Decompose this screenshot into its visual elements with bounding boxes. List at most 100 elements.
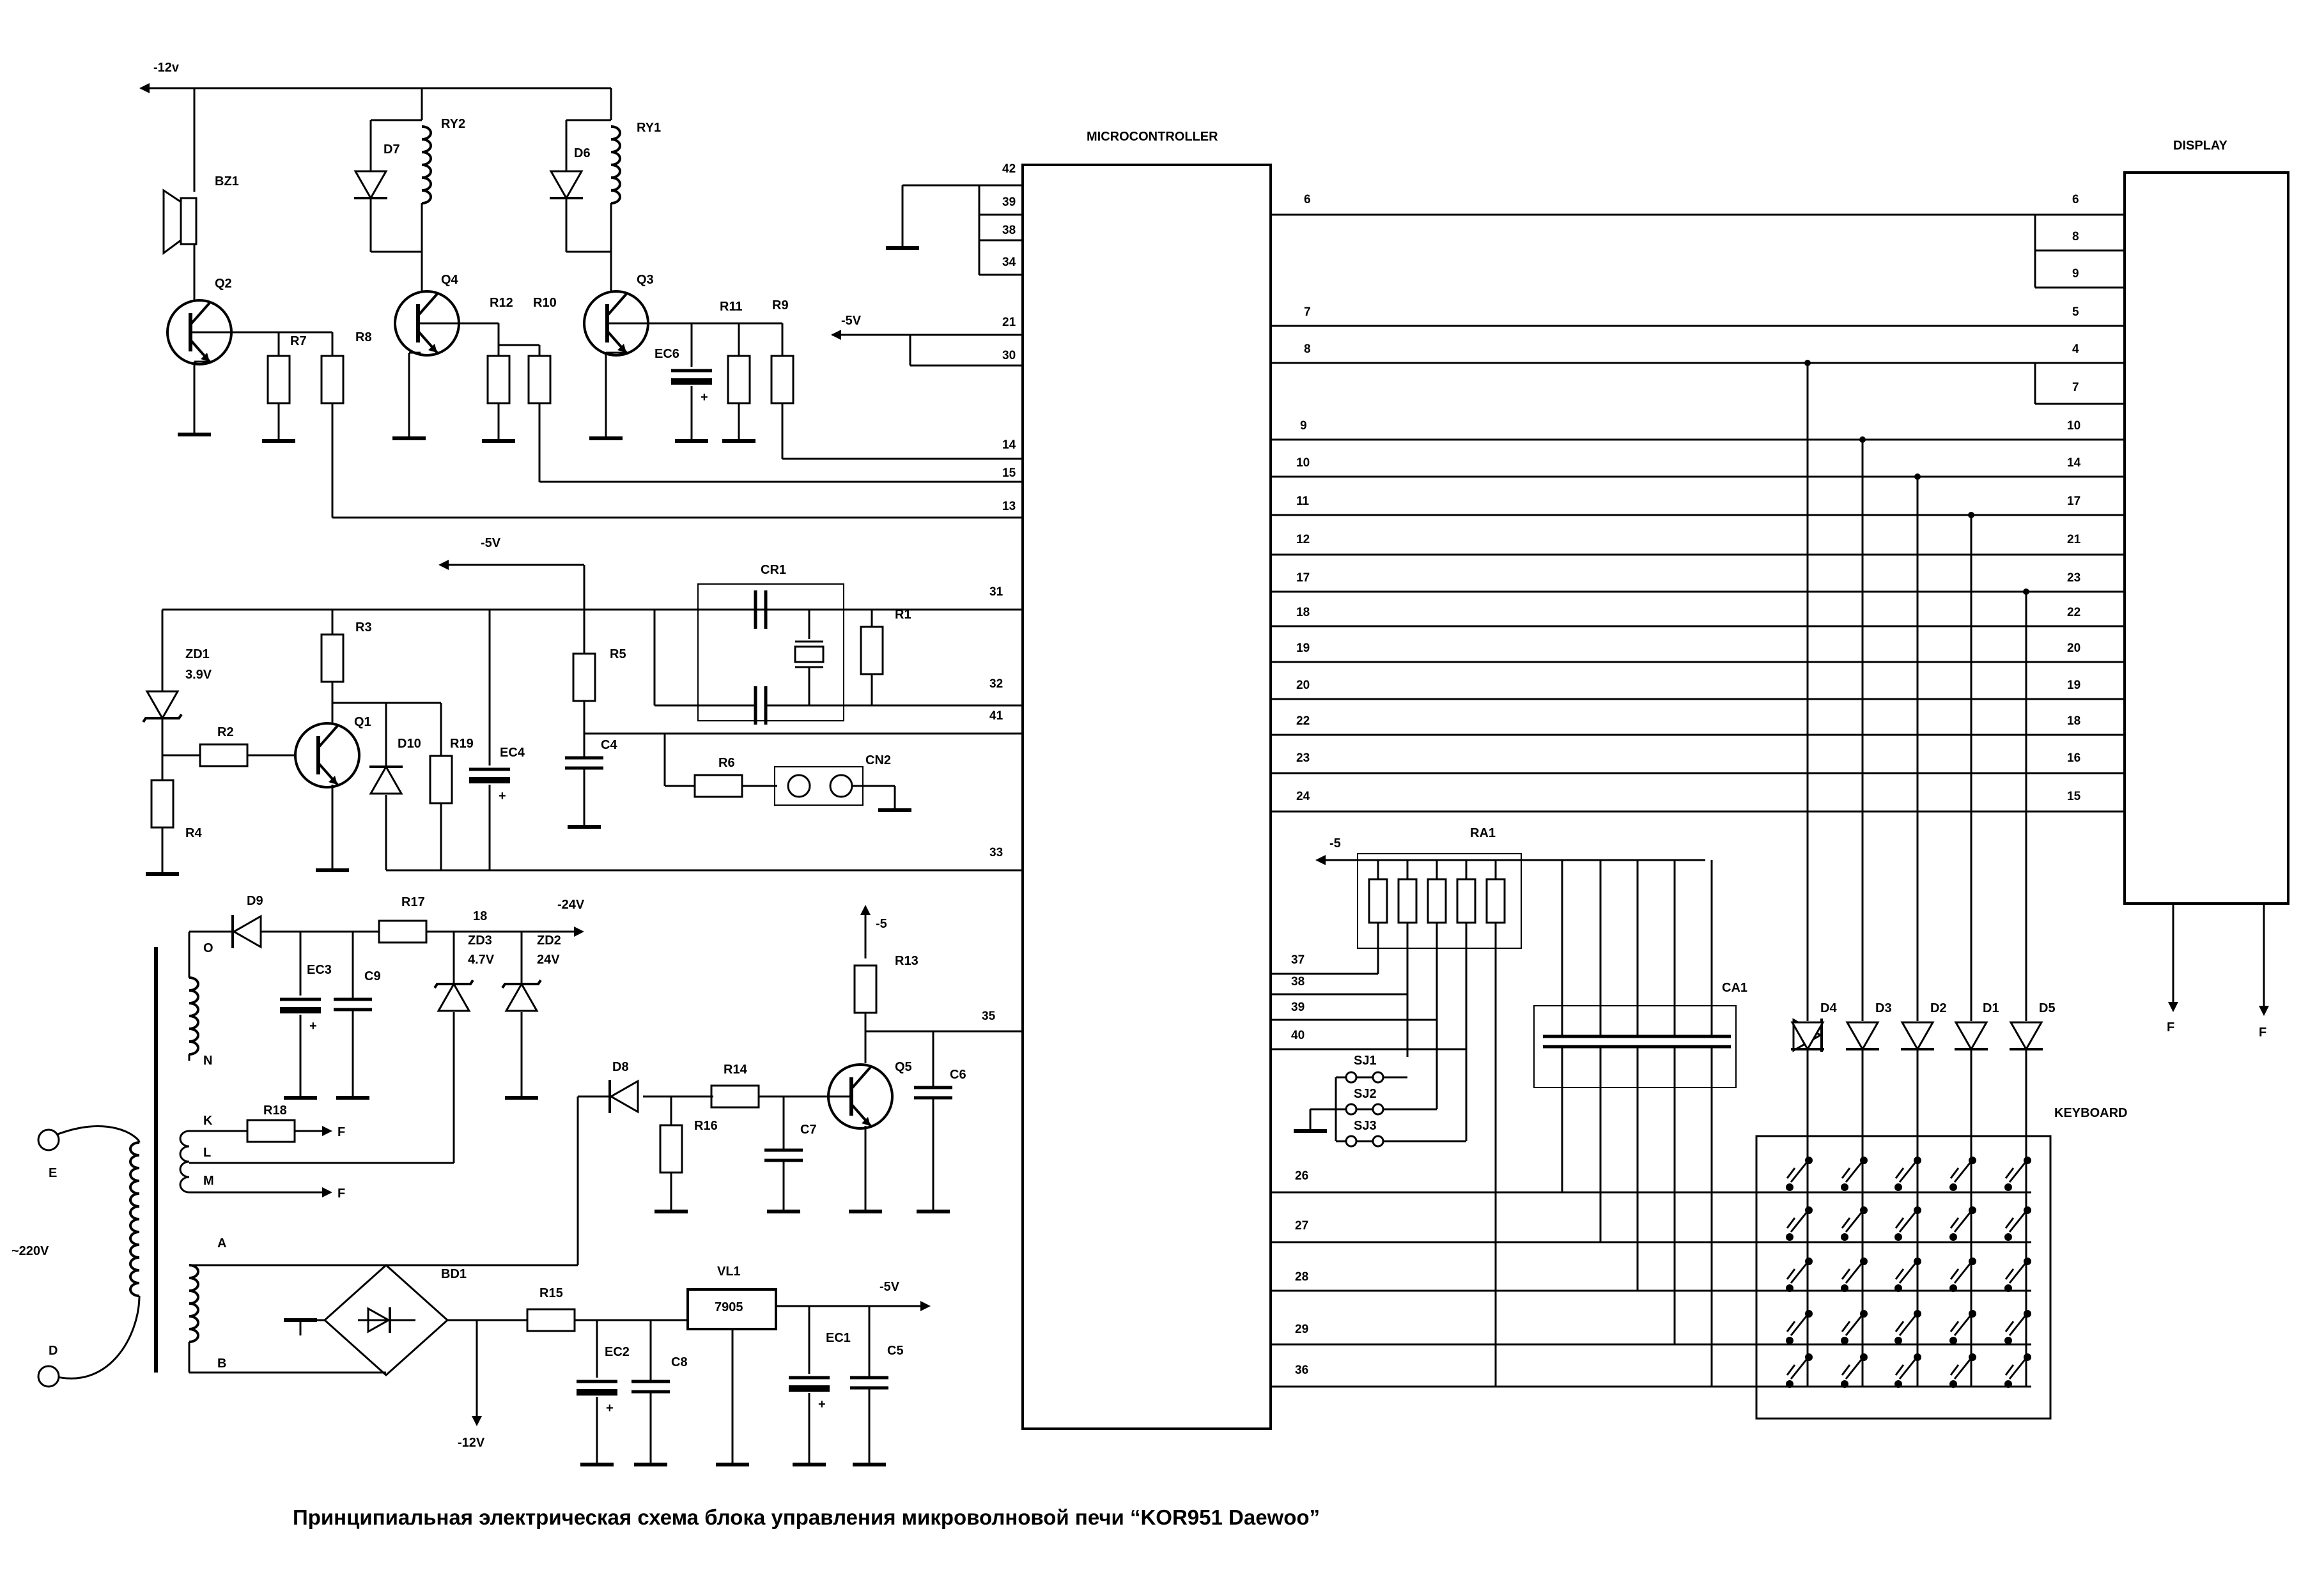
svg-text:9: 9 — [1300, 419, 1307, 433]
label-EC3: EC3 — [307, 963, 332, 977]
reset-oscillator-section: -5V ZD1 3.9V R2 R4 R3 Q1 D10 R1 — [142, 536, 1023, 874]
label-EC2: EC2 — [605, 1345, 630, 1359]
label-RY2: RY2 — [441, 117, 465, 131]
svg-text:7: 7 — [2072, 381, 2079, 394]
mc-left-pin-numbers: 42 39 38 34 21 30 14 15 13 31 32 41 33 3… — [982, 162, 1016, 1023]
label-ZD2: ZD2 — [537, 934, 561, 948]
label-R2: R2 — [217, 725, 234, 739]
label-SJ1: SJ1 — [1354, 1054, 1377, 1068]
svg-text:33: 33 — [989, 846, 1003, 859]
label-C9: C9 — [364, 969, 381, 983]
label-C7: C7 — [800, 1123, 817, 1137]
svg-text:13: 13 — [1002, 500, 1016, 513]
svg-text:10: 10 — [2067, 419, 2080, 433]
svg-text:5: 5 — [2072, 305, 2079, 319]
supply-minus5-osc: -5V — [841, 314, 862, 328]
svg-text:26: 26 — [1295, 1169, 1308, 1183]
label-C8: C8 — [671, 1355, 688, 1369]
label-R13: R13 — [895, 954, 918, 968]
mc-ground-pins: -5V — [831, 184, 1023, 367]
supply-mains: ~220V — [12, 1244, 49, 1258]
svg-text:17: 17 — [1296, 571, 1310, 585]
label-D9: D9 — [247, 894, 263, 908]
node-A: A — [217, 1236, 226, 1250]
display-label: DISPLAY — [2173, 139, 2228, 153]
svg-text:16: 16 — [2067, 751, 2080, 765]
svg-text:19: 19 — [1296, 642, 1310, 655]
label-SJ2: SJ2 — [1354, 1087, 1377, 1101]
node-F-1: F — [337, 1125, 345, 1139]
label-EC1: EC1 — [826, 1331, 851, 1345]
svg-text:30: 30 — [1002, 349, 1016, 362]
svg-text:38: 38 — [1291, 975, 1305, 989]
label-D6: D6 — [574, 146, 591, 160]
label-RA1: RA1 — [1470, 826, 1496, 840]
svg-text:40: 40 — [1291, 1029, 1305, 1042]
label-ZD2-voltage: 24V — [537, 953, 560, 967]
label-R4: R4 — [185, 826, 202, 840]
svg-text:10: 10 — [1296, 456, 1310, 470]
label-ZD1-voltage: 3.9V — [185, 668, 212, 682]
label-D8: D8 — [612, 1060, 629, 1074]
node-F-4: F — [2259, 1026, 2266, 1040]
svg-text:6: 6 — [2072, 193, 2079, 206]
supply-minus5-ra1: -5 — [1329, 836, 1341, 850]
svg-text:11: 11 — [1296, 495, 1310, 508]
label-R8: R8 — [355, 330, 372, 344]
svg-text:29: 29 — [1295, 1323, 1308, 1336]
label-Q4: Q4 — [441, 273, 459, 287]
label-D5: D5 — [2039, 1001, 2056, 1015]
schematic-caption: Принципиальная электрическая схема блока… — [293, 1505, 1320, 1529]
label-VL1-value: 7905 — [715, 1300, 743, 1314]
svg-text:37: 37 — [1291, 953, 1305, 967]
svg-text:31: 31 — [989, 585, 1003, 599]
label-ZD3: ZD3 — [468, 934, 492, 948]
keyboard-label: KEYBOARD — [2054, 1106, 2127, 1120]
supply-minus5-vl1: -5V — [879, 1280, 900, 1294]
svg-text:20: 20 — [2067, 642, 2080, 655]
label-ZD3-voltage: 4.7V — [468, 953, 495, 967]
relay-driver-section: -12v BZ1 Q2 R7 R8 RY2 D7 — [139, 61, 1023, 519]
label-Q5: Q5 — [895, 1060, 912, 1074]
svg-text:8: 8 — [1304, 342, 1311, 356]
label-R18-a: R18 — [263, 1104, 287, 1118]
label-C4: C4 — [601, 738, 617, 752]
svg-text:39: 39 — [1002, 196, 1016, 209]
label-BZ1: BZ1 — [215, 174, 239, 188]
label-R9: R9 — [772, 298, 789, 312]
label-VL1: VL1 — [717, 1265, 741, 1279]
node-E: E — [49, 1166, 57, 1180]
svg-text:15: 15 — [1002, 466, 1016, 480]
supply-minus12-top: -12v — [153, 61, 180, 75]
power-supply-section: E D ~220V O N D9 EC3 C9 R17 18 -24V ZD3 … — [12, 894, 1023, 1465]
microcontroller-label: MICROCONTROLLER — [1087, 130, 1218, 144]
svg-text:24: 24 — [1296, 790, 1310, 803]
svg-text:18: 18 — [1296, 606, 1310, 619]
label-D10: D10 — [398, 737, 421, 751]
svg-text:19: 19 — [2067, 679, 2080, 692]
label-CN2: CN2 — [865, 753, 891, 767]
svg-text:14: 14 — [1002, 438, 1016, 452]
label-CR1: CR1 — [761, 563, 786, 577]
svg-text:8: 8 — [2072, 230, 2079, 243]
svg-text:41: 41 — [989, 709, 1003, 723]
svg-text:27: 27 — [1295, 1219, 1308, 1233]
node-K: K — [203, 1114, 213, 1128]
svg-text:23: 23 — [2067, 571, 2080, 585]
label-R14: R14 — [724, 1063, 748, 1077]
keyboard-matrix — [1785, 1155, 2033, 1389]
label-R19: R19 — [450, 737, 474, 751]
display-bus: D4 D3 D2 D1 D5 F F — [1271, 213, 2269, 1387]
label-D4: D4 — [1820, 1001, 1837, 1015]
label-R15: R15 — [539, 1286, 563, 1300]
svg-text:38: 38 — [1002, 224, 1016, 237]
svg-text:34: 34 — [1002, 256, 1016, 269]
node-M: M — [203, 1174, 214, 1188]
label-D1: D1 — [1983, 1001, 1999, 1015]
supply-minus5-q5: -5 — [876, 917, 887, 931]
label-RY1: RY1 — [637, 121, 661, 135]
svg-text:7: 7 — [1304, 305, 1311, 319]
node-F-3: F — [2167, 1020, 2174, 1035]
svg-text:6: 6 — [1304, 193, 1311, 206]
